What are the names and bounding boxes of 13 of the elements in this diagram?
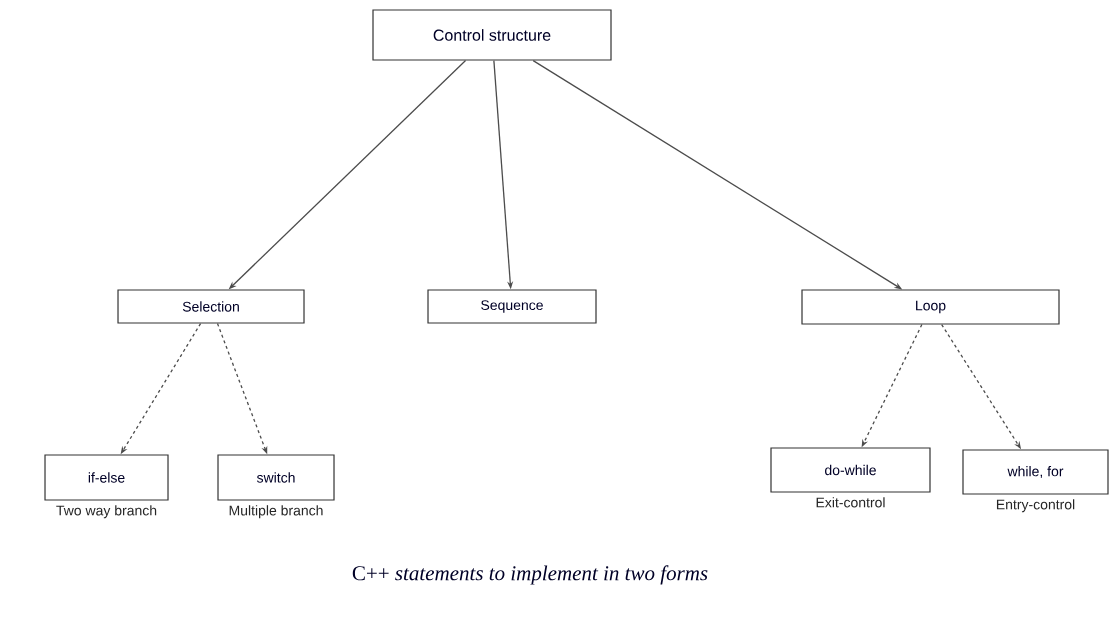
node-box: if-else xyxy=(44,454,169,501)
node-box: Selection xyxy=(117,289,305,324)
node-box: while, for xyxy=(962,449,1109,495)
node-caption: Two way branch xyxy=(56,505,157,519)
caption: C++ statements to implement in two forms xyxy=(352,565,708,585)
node-box: Control structure xyxy=(372,9,612,61)
node-caption: Entry-control xyxy=(996,499,1075,513)
node-box: do-while xyxy=(770,447,931,493)
node-box: Loop xyxy=(801,289,1060,325)
node-box: Sequence xyxy=(427,289,597,324)
node-caption: Exit-control xyxy=(816,497,885,508)
node-caption: Multiple branch xyxy=(229,505,323,519)
node-box: switch xyxy=(217,454,335,501)
